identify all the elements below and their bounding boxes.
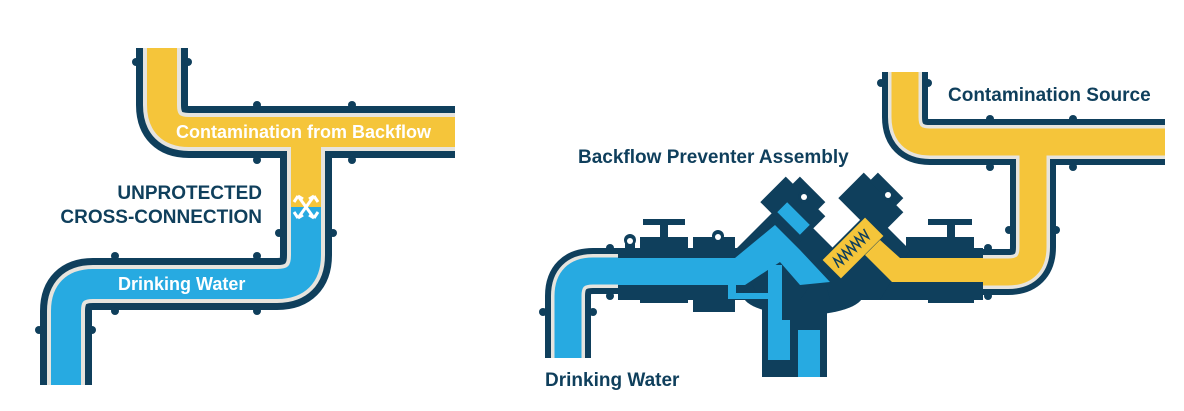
contaminated-pipe <box>147 48 455 147</box>
pipe-bolts-left <box>35 58 356 334</box>
left-pipes <box>40 48 455 385</box>
drinking-water-label-left: Drinking Water <box>118 274 246 294</box>
relief-valve-contaminant-path <box>822 217 983 282</box>
contamination-source-label: Contamination Source <box>948 85 1151 106</box>
backflow-preventer-assembly <box>618 172 983 377</box>
drinking-water-pipe-right <box>554 257 622 358</box>
check-valve-water-path <box>618 202 830 377</box>
drinking-water-pipe <box>51 207 321 385</box>
cross-connection-line2: CROSS-CONNECTION <box>60 207 262 228</box>
right-pipes <box>545 72 1165 358</box>
crossing-arrows-icon <box>292 194 320 220</box>
pipe-bolts-right <box>539 79 1077 316</box>
spring-icon <box>832 228 871 269</box>
contamination-label: Contamination from Backflow <box>176 122 432 142</box>
cross-connection-line1: UNPROTECTED <box>117 183 262 204</box>
assembly-label: Backflow Preventer Assembly <box>578 147 849 168</box>
contamination-source-pipe <box>891 72 1165 156</box>
drinking-water-label-right: Drinking Water <box>545 370 680 391</box>
